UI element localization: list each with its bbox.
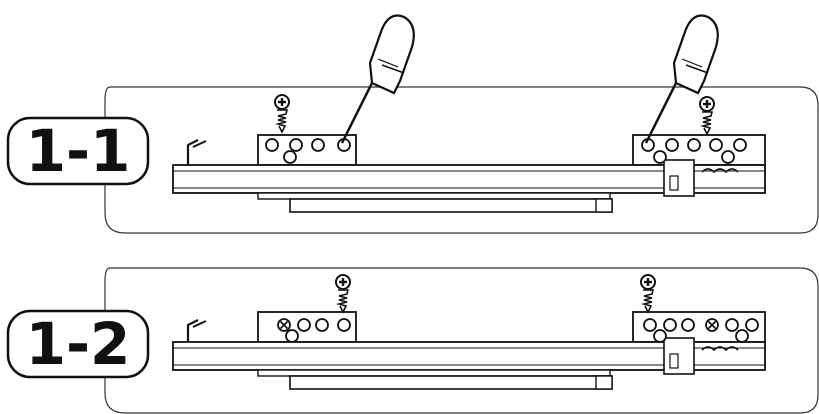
step-label: 1-2 [26,310,131,378]
hook [186,139,199,168]
step-label: 1-1 [26,117,131,185]
step-label-badge: 1-2 [6,309,150,379]
hook [186,319,199,344]
step-label-badge: 1-1 [6,116,150,186]
step-1-1-panel: 1-1 [6,14,819,234]
step-1-2-panel: 1-2 [6,267,819,414]
drawer-slide-rail [172,134,766,213]
rear-bracket [632,134,766,166]
